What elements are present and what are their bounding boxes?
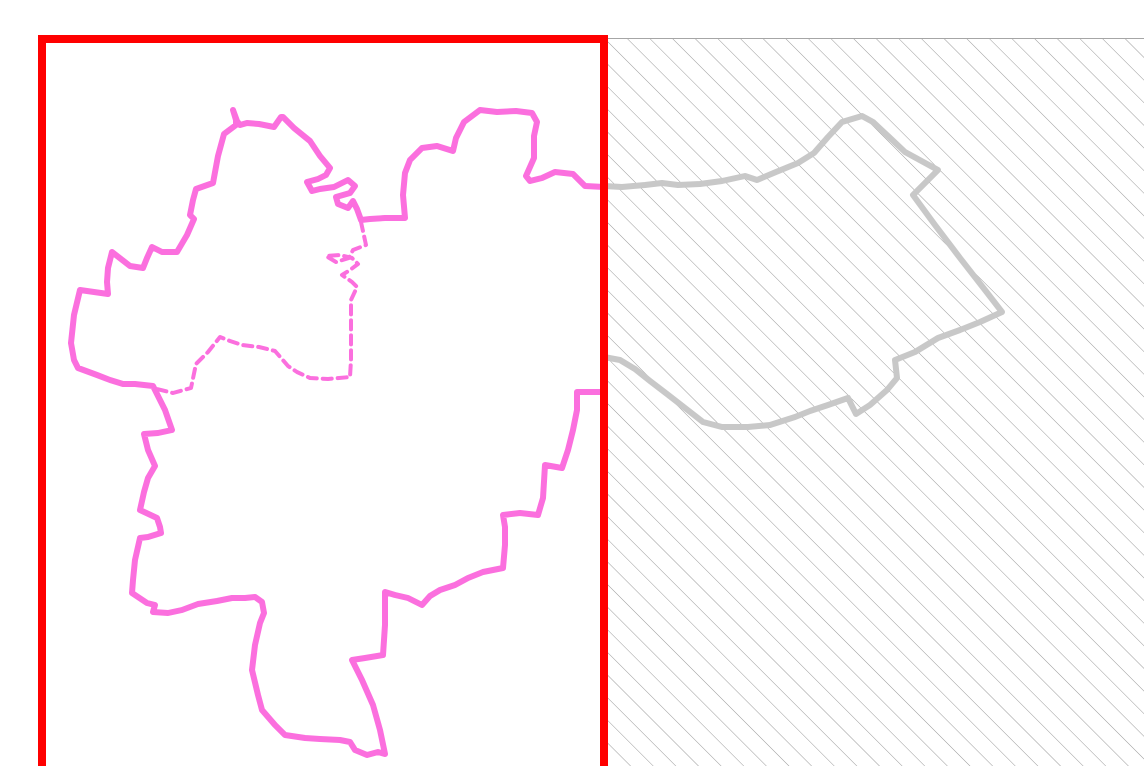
active-region-outline xyxy=(68,107,607,758)
selection-frame[interactable] xyxy=(38,35,608,766)
active-region-internal-boundary xyxy=(155,220,368,395)
excluded-region-outline xyxy=(601,113,1005,430)
